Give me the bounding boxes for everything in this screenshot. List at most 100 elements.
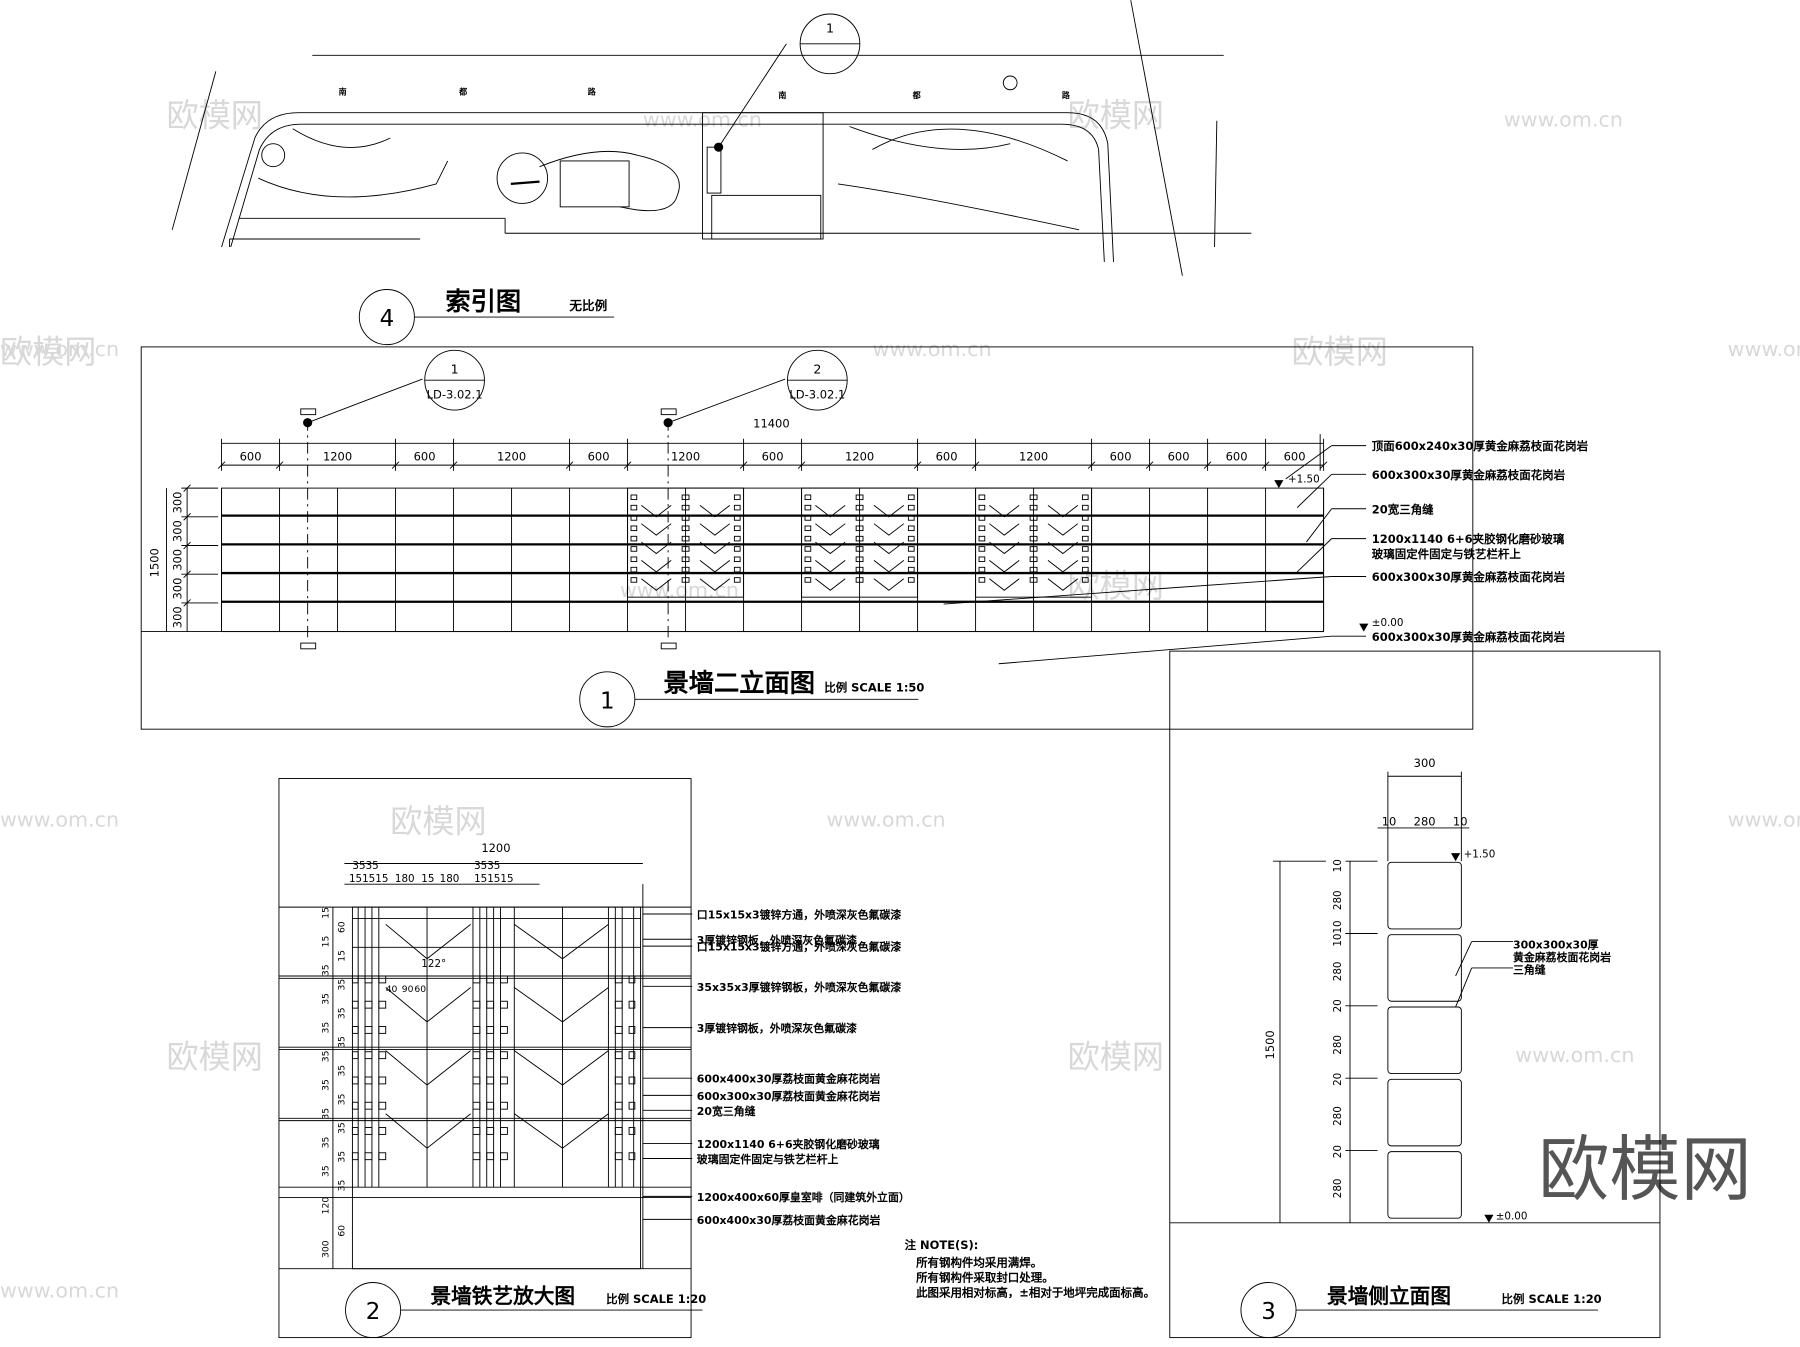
dimension: 600 bbox=[1168, 450, 1190, 464]
section-cut bbox=[300, 642, 317, 650]
watermark-url: www.om.cn bbox=[1504, 107, 1623, 131]
dimension: 1200 bbox=[845, 450, 874, 464]
drawing-number: 2 bbox=[366, 1299, 381, 1325]
watermark-url: www.om.cn bbox=[0, 337, 119, 361]
block bbox=[1029, 504, 1038, 511]
block bbox=[978, 535, 986, 542]
dimension: 280 bbox=[1414, 815, 1436, 829]
block bbox=[1081, 525, 1089, 532]
line bbox=[913, 461, 922, 469]
angle-label: 122° bbox=[421, 958, 446, 970]
dimension: 35 bbox=[336, 1065, 347, 1077]
dimension: 10 bbox=[1453, 815, 1468, 829]
dimension: 1200 bbox=[497, 450, 526, 464]
stone-block bbox=[1387, 1006, 1462, 1075]
leaf-pattern bbox=[815, 578, 905, 591]
block bbox=[628, 975, 636, 984]
line bbox=[307, 378, 423, 424]
material-note: 口15x15x3镀锌方通，外喷深灰色氟碳漆 bbox=[697, 940, 902, 954]
line bbox=[1214, 120, 1218, 248]
drawing-title: 景墙铁艺放大图 bbox=[430, 1284, 575, 1308]
dimension: 35 bbox=[320, 1165, 331, 1177]
watermark-url: www.om.cn bbox=[1515, 1043, 1634, 1067]
material-note: 600x300x30厚黄金麻荔枝面花岗岩 bbox=[1372, 468, 1566, 482]
material-note: 20宽三角缝 bbox=[1372, 502, 1434, 516]
line bbox=[510, 180, 540, 186]
block bbox=[855, 515, 864, 521]
tree-symbol bbox=[261, 143, 286, 168]
dimension: 35 bbox=[320, 1079, 331, 1091]
dimension: 180 bbox=[395, 873, 415, 885]
block bbox=[1081, 577, 1089, 583]
block bbox=[351, 975, 359, 984]
block bbox=[733, 577, 741, 583]
block bbox=[1081, 535, 1089, 542]
material-note: 3厚镀锌钢板，外喷深灰色氟碳漆 bbox=[697, 933, 857, 947]
line bbox=[217, 461, 226, 469]
watermark-brand: 欧模网 bbox=[1068, 96, 1164, 134]
dimension: 15 bbox=[336, 950, 347, 962]
line bbox=[1203, 461, 1212, 469]
panel bbox=[627, 487, 745, 598]
leaf-pattern bbox=[815, 523, 905, 536]
iron-glass-panel bbox=[627, 487, 745, 598]
line bbox=[1455, 941, 1473, 977]
watermark-url: www.om.cn bbox=[1728, 808, 1800, 832]
block bbox=[614, 1101, 623, 1110]
block bbox=[351, 1101, 359, 1110]
block bbox=[804, 577, 812, 583]
wall-outline bbox=[351, 906, 642, 1270]
line bbox=[183, 541, 191, 550]
dimension: 60 bbox=[414, 984, 426, 995]
block bbox=[907, 494, 915, 501]
dimension: 600 bbox=[762, 450, 784, 464]
block bbox=[630, 515, 638, 521]
dimension: 15 bbox=[320, 936, 331, 948]
block bbox=[486, 1127, 495, 1135]
side-elevation-view bbox=[1169, 650, 1661, 1339]
block bbox=[804, 494, 812, 501]
line bbox=[391, 461, 400, 469]
block bbox=[855, 546, 864, 552]
line bbox=[183, 513, 191, 521]
material-note: 玻璃固定件固定与铁艺栏杆上 bbox=[1372, 547, 1522, 561]
material-note: 1200x400x60厚皇室啡（同建筑外立面） bbox=[697, 1190, 910, 1204]
dimension: 35 bbox=[320, 1022, 331, 1034]
section-sheet-ref: LD-3.02.1 bbox=[789, 388, 845, 402]
dimension: 3535 bbox=[352, 860, 378, 872]
level-label: ±0.00 bbox=[1496, 1210, 1528, 1222]
line bbox=[718, 43, 787, 148]
dimension: 280 bbox=[1332, 1106, 1344, 1126]
block bbox=[364, 1152, 373, 1161]
block bbox=[351, 1076, 359, 1085]
dimension: 300 bbox=[170, 520, 184, 542]
block bbox=[978, 566, 986, 573]
dimension: 600 bbox=[1110, 450, 1132, 464]
block bbox=[628, 1000, 636, 1009]
level-marker bbox=[1484, 1214, 1494, 1223]
block bbox=[486, 1026, 495, 1034]
block bbox=[630, 494, 638, 501]
block bbox=[1081, 494, 1089, 501]
line bbox=[971, 461, 980, 469]
block bbox=[472, 1152, 481, 1161]
dimension: 300 bbox=[170, 606, 184, 628]
block bbox=[472, 1076, 481, 1085]
garden-structure bbox=[559, 160, 630, 208]
line bbox=[797, 461, 806, 469]
block bbox=[472, 1051, 481, 1060]
block bbox=[804, 504, 812, 511]
wall-outline bbox=[221, 487, 1325, 633]
leaf-pattern bbox=[641, 523, 731, 536]
material-note: 口15x15x3镀锌方通，外喷深灰色氟碳漆 bbox=[697, 908, 902, 922]
block bbox=[614, 1076, 623, 1085]
block bbox=[1029, 515, 1038, 521]
frame bbox=[140, 346, 1474, 730]
road-name-char: 路 bbox=[588, 86, 597, 96]
diagonal-strut bbox=[385, 1050, 609, 1086]
block bbox=[486, 1076, 495, 1085]
line bbox=[1087, 461, 1096, 469]
dimension: 20 bbox=[1332, 999, 1344, 1012]
block bbox=[804, 546, 812, 552]
block bbox=[630, 504, 638, 511]
